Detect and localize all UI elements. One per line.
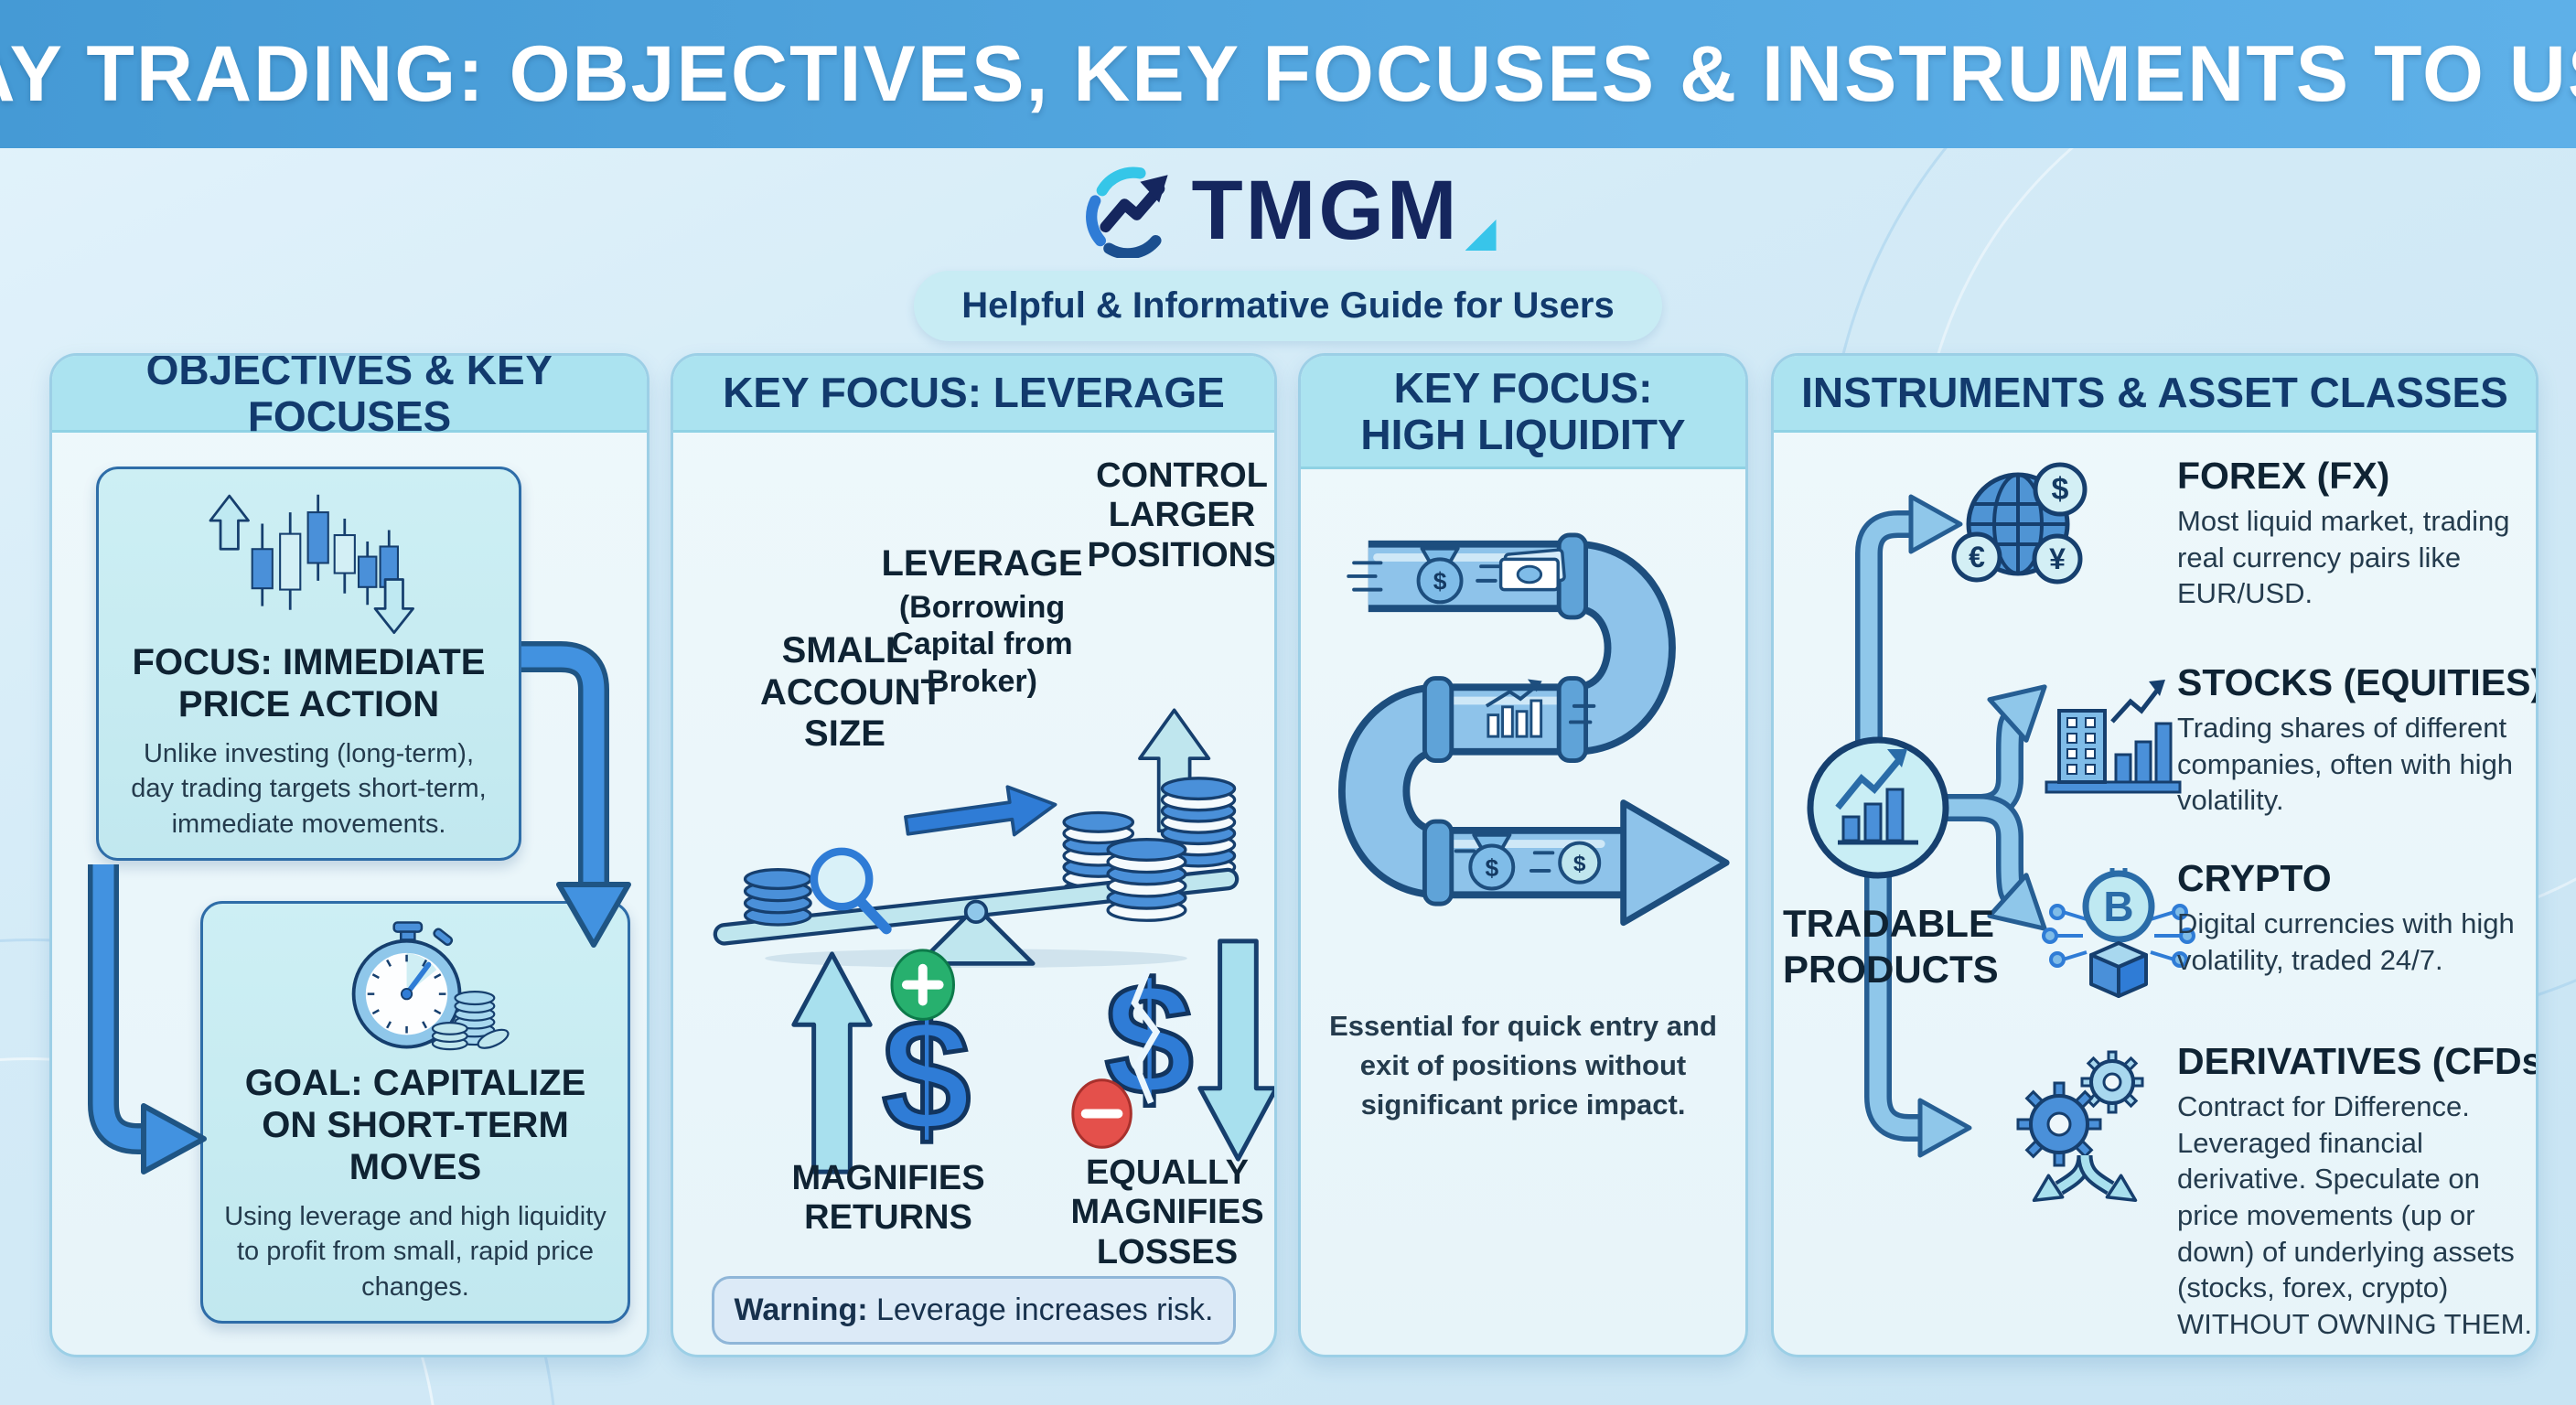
tradable-products-hub-icon — [1807, 736, 1949, 879]
dollar-glyph: $ — [1485, 854, 1498, 882]
crack-line — [1131, 965, 1161, 1104]
forex-desc: Most liquid market, trading real currenc… — [2177, 505, 2510, 610]
small-gear — [2080, 1050, 2144, 1114]
instrument-item-derivatives: DERIVATIVES (CFDs) Contract for Differen… — [2177, 1040, 2538, 1343]
derivatives-desc: Contract for Difference. Leveraged finan… — [2177, 1090, 2533, 1341]
panel-instruments: INSTRUMENTS & ASSET CLASSES — [1771, 353, 2538, 1357]
liquidity-header-line2: HIGH LIQUIDITY — [1360, 410, 1686, 458]
brand-name: TMGM — [1191, 164, 1460, 257]
right-arrowhead-icon — [1917, 1098, 1972, 1158]
right-arrowhead-icon — [1908, 494, 1963, 554]
dollar-glyph: $ — [882, 986, 971, 1164]
warning-text: Leverage increases risk. — [867, 1292, 1214, 1327]
instrument-item-crypto: CRYPTO Digital currencies with high vola… — [2177, 857, 2536, 978]
tagline-pill: Helpful & Informative Guide for Users — [914, 271, 1662, 341]
leverage-label: LEVERAGE (Borrowing Capital from Broker) — [879, 543, 1085, 701]
dollar-glyph: $ — [1433, 568, 1447, 595]
pipe-couplings — [1422, 532, 1589, 906]
forex-title: FOREX (FX) — [2177, 455, 2390, 497]
focus-box: FOCUS: IMMEDIATE PRICE ACTION Unlike inv… — [96, 467, 521, 861]
panel-objectives-header: OBJECTIVES & KEY FOCUSES — [52, 356, 647, 439]
money-bag-icon: $ — [1416, 546, 1464, 605]
panel-liquidity-header: KEY FOCUS: HIGH LIQUIDITY — [1301, 356, 1745, 469]
mini-bar-chart-icon — [1485, 679, 1543, 738]
derivatives-title: DERIVATIVES (CFDs) — [2177, 1040, 2538, 1082]
instrument-item-stocks: STOCKS (EQUITIES) Trading shares of diff… — [2177, 661, 2538, 819]
goal-box: GOAL: CAPITALIZE ON SHORT-TERM MOVES Usi… — [200, 901, 630, 1324]
yen-glyph: ¥ — [2049, 542, 2066, 575]
liquidity-pipe-illustration: $ $ $ — [1338, 532, 1730, 927]
dollar-glyph: $ — [1573, 852, 1586, 876]
tmgm-logo: TMGM — [1079, 163, 1497, 258]
goal-box-title: GOAL: CAPITALIZE ON SHORT-TERM MOVES — [244, 1063, 586, 1188]
stocks-building-chart-icon — [2045, 680, 2182, 794]
fulcrum-icon — [917, 904, 1036, 966]
panel-instruments-header-text: INSTRUMENTS & ASSET CLASSES — [1801, 369, 2508, 417]
liquidity-body: Essential for quick entry and exit of po… — [1329, 1010, 1717, 1121]
instruments-connector-rail — [1807, 494, 2047, 1158]
euro-glyph: € — [1969, 541, 1985, 574]
money-bag-icon: $ — [1468, 832, 1516, 891]
magnifies-returns-label: MAGNIFIES RETURNS — [791, 1159, 985, 1238]
down-right-arrowhead-icon — [1987, 873, 2047, 931]
up-right-arrowhead-icon — [1987, 684, 2047, 743]
warning-prefix: Warning: — [734, 1292, 868, 1327]
leverage-label-sub: (Borrowing Capital from Broker) — [891, 589, 1073, 700]
stopwatch-coins-icon — [351, 921, 510, 1051]
panel-leverage: KEY FOCUS: LEVERAGE CONTROL LARGER POSIT… — [671, 353, 1277, 1357]
objectives-flow-arrows — [88, 641, 631, 1174]
panel-leverage-header-text: KEY FOCUS: LEVERAGE — [723, 369, 1225, 417]
forex-globe-icon: $ € ¥ — [1951, 462, 2088, 585]
panel-leverage-header: KEY FOCUS: LEVERAGE — [673, 356, 1274, 433]
crypto-desc: Digital currencies with high volatility,… — [2177, 907, 2515, 976]
dollar-glyph: $ — [2052, 472, 2069, 507]
liquidity-header-line1: KEY FOCUS: — [1393, 363, 1653, 412]
tmgm-logo-arrow-icon — [1086, 166, 1169, 258]
crypto-title: CRYPTO — [2177, 857, 2332, 899]
hub-label-line1: TRADABLE — [1783, 902, 1994, 945]
instrument-item-forex: FOREX (FX) Most liquid market, trading r… — [2177, 455, 2536, 612]
magnifies-losses-label: EQUALLY MAGNIFIES LOSSES — [1070, 1153, 1264, 1271]
coin-icon: $ — [1558, 841, 1602, 885]
large-coin-stack-front — [1106, 838, 1187, 922]
magnifier-icon — [810, 847, 892, 935]
leverage-arrow-icon — [904, 785, 1057, 837]
panel-instruments-header: INSTRUMENTS & ASSET CLASSES — [1774, 356, 2536, 433]
control-positions-label: CONTROL LARGER POSITIONS — [1087, 456, 1277, 574]
down-arrow-icon — [1197, 938, 1274, 1162]
crypto-bitcoin-icon: B — [2042, 868, 2195, 998]
branch-arrow-icon — [2032, 1154, 2138, 1202]
flow-arrowhead-icon — [1620, 799, 1730, 927]
page-title: DAY TRADING: OBJECTIVES, KEY FOCUSES & I… — [0, 29, 2576, 118]
candlestick-chart-icon — [209, 494, 414, 635]
small-coin-stack-icon — [743, 868, 812, 927]
banknote-icon — [1498, 548, 1566, 592]
panel-objectives: OBJECTIVES & KEY FOCUSES — [49, 353, 649, 1357]
bitcoin-glyph: B — [2103, 883, 2133, 930]
magnifies-returns-icon: $ — [791, 949, 973, 1174]
magnifies-losses-icon: $ — [1071, 938, 1274, 1162]
leverage-label-main: LEVERAGE — [881, 543, 1083, 584]
hub-label-line2: PRODUCTS — [1783, 948, 1999, 992]
focus-box-body: Unlike investing (long-term), day tradin… — [131, 739, 487, 839]
title-bar: DAY TRADING: OBJECTIVES, KEY FOCUSES & I… — [0, 0, 2576, 148]
small-account-label: SMALL ACCOUNT SIZE — [760, 630, 943, 755]
brand-block: TMGM Helpful & Informative Guide for Use… — [0, 163, 2576, 341]
leverage-seesaw-illustration — [713, 708, 1240, 969]
down-arrowhead-icon — [556, 882, 631, 948]
panel-objectives-header-text: OBJECTIVES & KEY FOCUSES — [145, 353, 553, 440]
stocks-desc: Trading shares of different companies, o… — [2177, 712, 2514, 817]
up-arrow-icon — [791, 951, 873, 1174]
brand-wedge-icon — [1465, 220, 1497, 251]
tradable-products-label: TRADABLE PRODUCTS — [1783, 901, 2002, 993]
stocks-title: STOCKS (EQUITIES) — [2177, 661, 2538, 703]
leverage-warning: Warning: Leverage increases risk. — [712, 1276, 1236, 1345]
speed-dashes — [1347, 561, 1596, 873]
large-gear — [2016, 1081, 2102, 1167]
right-arrowhead-icon — [141, 1103, 207, 1174]
focus-box-title: FOCUS: IMMEDIATE PRICE ACTION — [132, 642, 486, 725]
goal-box-body: Using leverage and high liquidity to pro… — [224, 1202, 606, 1302]
derivatives-gears-icon — [2016, 1050, 2144, 1202]
panel-liquidity: KEY FOCUS: HIGH LIQUIDITY — [1298, 353, 1748, 1357]
